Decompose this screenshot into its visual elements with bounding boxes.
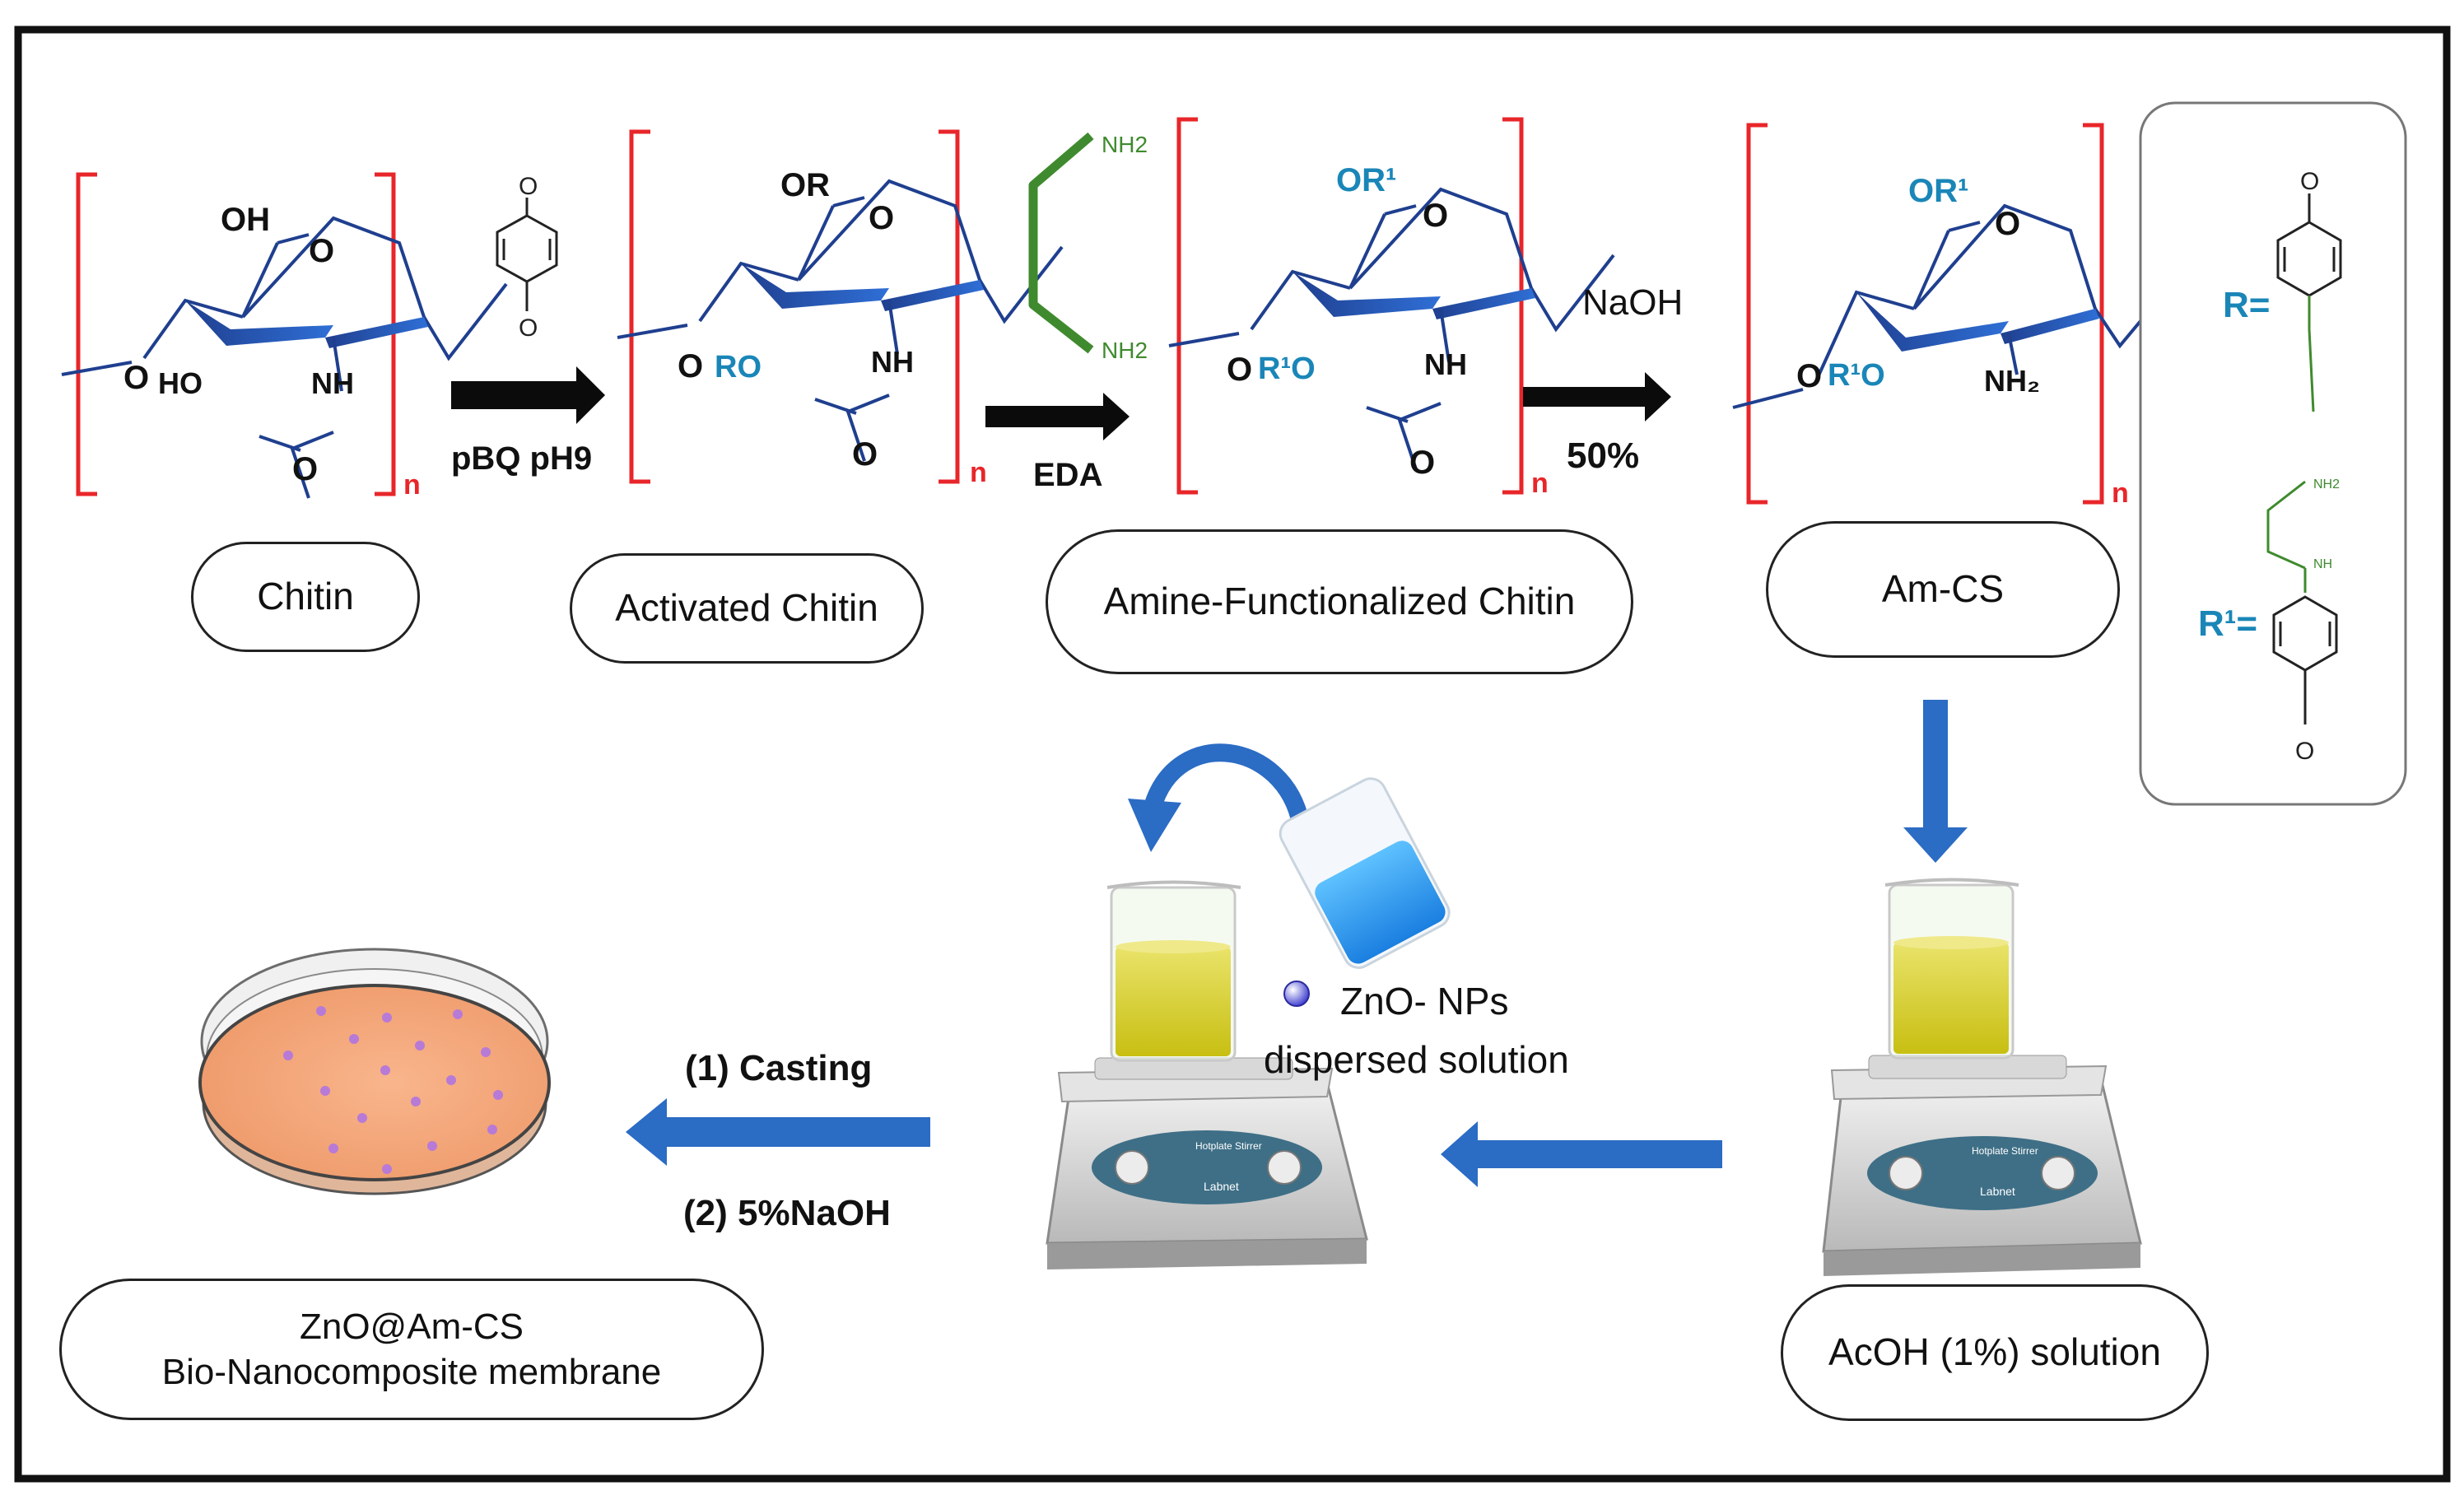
label-acoh-solution: AcOH (1%) solution <box>1781 1284 2209 1421</box>
eda-nh2-top: NH2 <box>1102 132 1148 157</box>
am-cs-structure: OR¹ O O R¹O NH₂ n <box>1732 123 2183 509</box>
amf-nh: NH <box>1424 347 1467 381</box>
legend-r1-o: O <box>2295 738 2314 765</box>
arrow-down-dissolve <box>1903 700 1968 863</box>
act-ro: RO <box>715 350 762 384</box>
amf-o-glyco: O <box>1227 352 1252 388</box>
pour-arrow <box>1128 743 1310 852</box>
arrow-step1 <box>451 366 605 424</box>
act-o-ring-or-o: OR <box>780 167 830 203</box>
label-o-carbonyl: O <box>292 451 318 487</box>
beaker-right <box>1884 878 2019 1060</box>
zno-np-dot <box>1283 981 1310 1007</box>
hotplate-stirrer-right: Hotplate Stirrer Labnet <box>1822 1055 2142 1276</box>
amf-or1: OR¹ <box>1336 162 1396 198</box>
pbq-o-top: O <box>519 173 538 200</box>
label-product-line1: ZnO@Am-CS <box>299 1307 524 1347</box>
label-product-line2: Bio-Nanocomposite membrane <box>161 1352 662 1392</box>
legend-r1-chain <box>2266 480 2307 593</box>
act-nh: NH <box>871 345 914 379</box>
reagent-step3-bottom: 50% <box>1567 436 1639 476</box>
label-product: ZnO@Am-CS Bio-Nanocomposite membrane <box>59 1279 764 1420</box>
hotplate-stirrer-middle: Hotplate Stirrer Labnet <box>1046 1057 1368 1269</box>
amcs-r1o: R¹O <box>1828 358 1885 393</box>
amf-ring-o: O <box>1423 198 1448 234</box>
zno-beaker <box>1279 777 1451 969</box>
label-chitin: Chitin <box>191 542 420 652</box>
step-casting: (1) Casting <box>685 1048 872 1088</box>
legend-r-o: O <box>2300 168 2319 195</box>
right-stirrer-brand: Labnet <box>1980 1185 2015 1198</box>
eda-nh2-bottom: NH2 <box>1102 338 1148 363</box>
reagent-step2: EDA <box>1033 457 1102 493</box>
label-o-glyco: O <box>123 360 149 396</box>
label-n: n <box>403 469 421 501</box>
legend-box <box>2139 101 2407 806</box>
substituent-legend: R= O R¹= NH2 NH O <box>2139 101 2407 806</box>
legend-r-label: R= <box>2223 285 2270 325</box>
amcs-n: n <box>2112 477 2129 509</box>
amf-r1o: R¹O <box>1258 352 1316 386</box>
zno-label-line2: dispersed solution <box>1264 1038 1569 1081</box>
legend-r1-label: R¹= <box>2198 603 2257 644</box>
middle-stirrer-model: Hotplate Stirrer <box>1195 1140 1262 1152</box>
middle-stirrer-brand: Labnet <box>1204 1180 1239 1193</box>
reagent-step3-top: NaOH <box>1582 282 1683 323</box>
petri-dish <box>198 948 551 1195</box>
label-o: O <box>309 233 334 269</box>
act-ring-o: O <box>869 200 894 236</box>
label-activated-chitin: Activated Chitin <box>570 553 924 664</box>
arrow-left-to-casting <box>626 1098 930 1166</box>
right-stirrer-model: Hotplate Stirrer <box>1972 1145 2038 1157</box>
label-activated-chitin-text: Activated Chitin <box>615 586 878 630</box>
label-oh: OH <box>221 202 270 238</box>
eda-molecule: NH2 NH2 <box>1028 132 1148 363</box>
amcs-ring-o: O <box>1995 206 2020 242</box>
label-chitin-text: Chitin <box>257 575 354 618</box>
legend-r-molecule <box>2276 193 2342 412</box>
label-amine-functionalized-chitin: Amine-Functionalized Chitin <box>1046 529 1633 674</box>
chitin-structure: OH O O HO NH O n <box>60 172 508 501</box>
bracket-left <box>76 172 97 496</box>
label-am-cs: Am-CS <box>1766 521 2120 658</box>
amf-o-carbonyl: O <box>1409 445 1435 481</box>
legend-r1-ring <box>2272 595 2338 724</box>
amcs-nh2: NH₂ <box>1984 364 2040 398</box>
amcs-or1: OR¹ <box>1908 173 1968 209</box>
arrow-left-to-dispersion <box>1441 1121 1722 1187</box>
beaker-middle <box>1106 880 1241 1062</box>
label-nh: NH <box>311 366 354 400</box>
amf-n: n <box>1531 468 1549 499</box>
amcs-o-glyco: O <box>1796 358 1822 394</box>
act-o-carbonyl: O <box>852 436 878 473</box>
act-n: n <box>970 457 987 488</box>
activated-chitin-structure: OR O O RO NH O n <box>616 129 1064 488</box>
amine-functionalized-chitin-structure: OR¹ O O R¹O NH O n <box>1167 117 1615 499</box>
label-ho: HO <box>158 366 203 400</box>
act-o-glyco: O <box>678 348 703 384</box>
pbq-o-bottom: O <box>519 314 538 342</box>
nanoparticle-dots <box>283 1006 503 1174</box>
legend-r1-nh: NH <box>2313 557 2332 571</box>
pbq-molecule <box>496 198 558 311</box>
legend-r1-nh2: NH2 <box>2313 477 2340 491</box>
zno-label-line1: ZnO- NPs <box>1340 980 1508 1023</box>
arrow-step3 <box>1523 372 1671 422</box>
label-amine-functionalized-chitin-text: Amine-Functionalized Chitin <box>1103 580 1576 623</box>
label-am-cs-text: Am-CS <box>1881 567 2005 611</box>
reagent-step1: pBQ pH9 <box>451 440 592 477</box>
label-acoh-solution-text: AcOH (1%) solution <box>1828 1330 2161 1374</box>
arrow-step2 <box>985 393 1130 440</box>
step-naoh-wash: (2) 5%NaOH <box>683 1193 891 1233</box>
